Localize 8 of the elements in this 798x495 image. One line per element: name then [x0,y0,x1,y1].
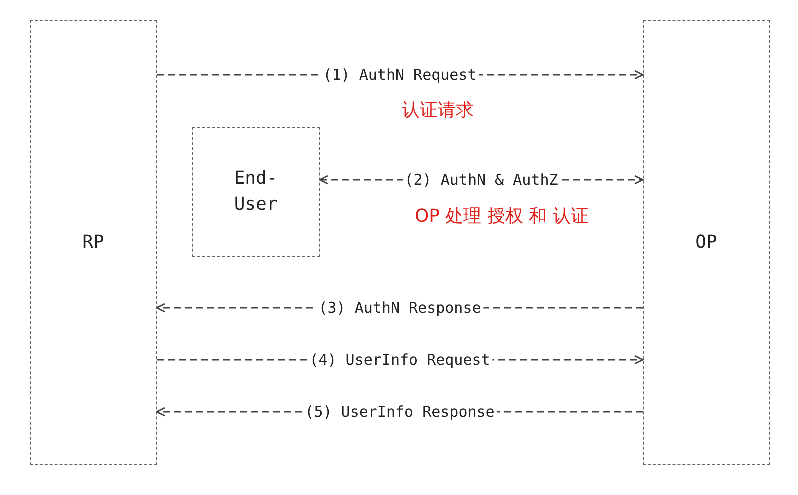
process-box [643,20,770,465]
node-label: End- User [233,167,279,217]
process-box [192,127,320,257]
node-label: OP [694,230,718,254]
process-box [30,20,157,465]
annotation-text: 认证请求 [402,99,474,122]
node-label: RP [82,230,106,254]
annotation-text: OP 处理 授权 和 认证 [415,205,589,228]
